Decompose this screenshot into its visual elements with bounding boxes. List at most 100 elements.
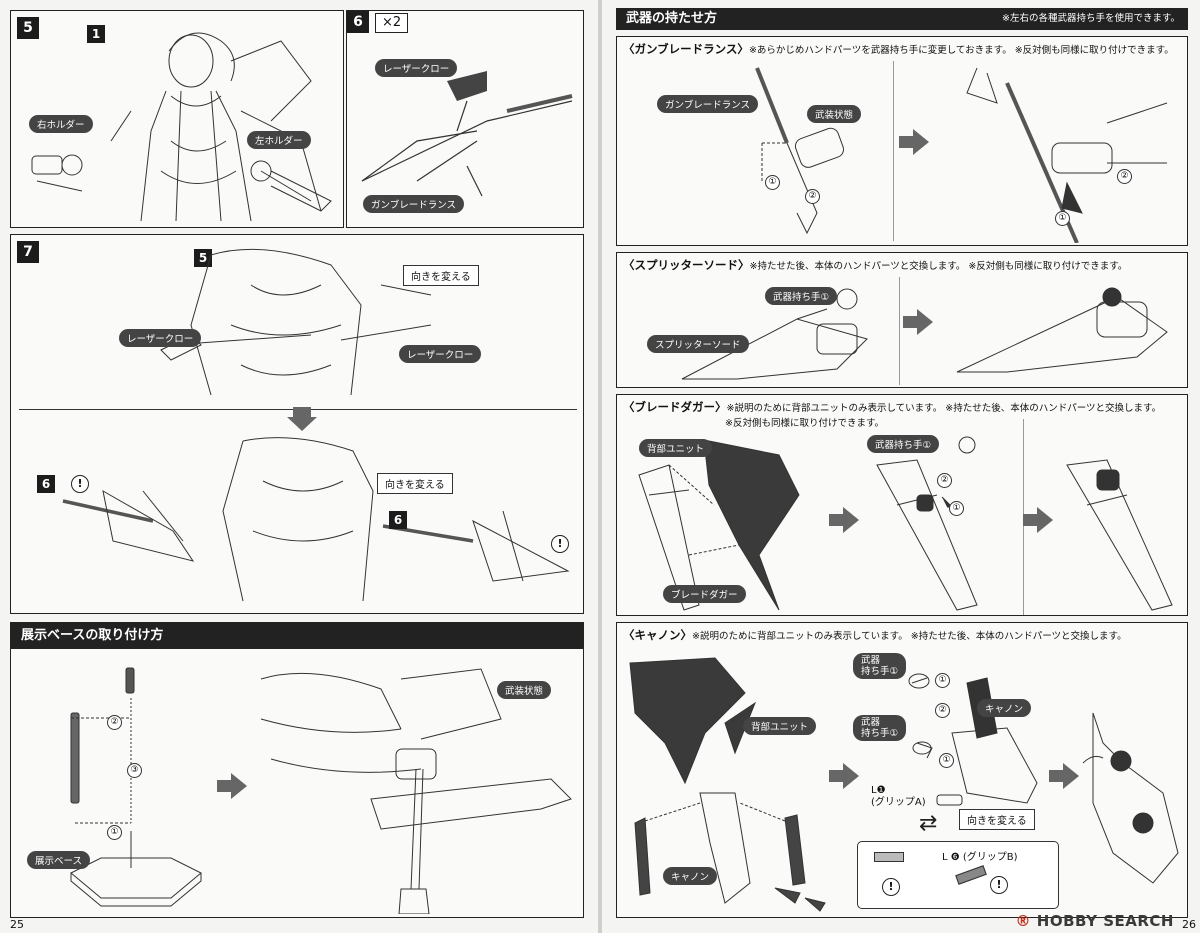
caution-icon: ! <box>71 475 89 493</box>
gunblade-step-illustration <box>755 67 844 235</box>
right-holder-part <box>31 154 83 192</box>
step-1-marker: ① <box>1055 205 1070 226</box>
cannon-heading: 〈キャノン〉※説明のために背部ユニットのみ表示しています。 ※持たせた後、本体の… <box>623 627 1127 643</box>
step-1-marker: ① <box>765 169 780 190</box>
cannon-desc: ※説明のために背部ユニットのみ表示しています。 ※持たせた後、本体のハンドパーツ… <box>692 631 1127 642</box>
step-3-marker: ③ <box>127 757 142 778</box>
hobby-search-watermark: ® HOBBY SEARCH <box>1016 912 1174 930</box>
caution-icon: ! <box>882 878 900 896</box>
watermark-logo-mark: ® <box>1015 912 1032 930</box>
gunblade-heading: 〈ガンブレードランス〉※あらかじめハンドパーツを武器持ち手に変更しておきます。 … <box>623 41 1174 57</box>
step-1-marker: ① <box>935 667 950 688</box>
caution-icon: ! <box>551 535 569 553</box>
next-arrow <box>903 309 933 335</box>
page-number: 26 <box>1182 918 1196 931</box>
right-page: 武器の持たせ方 ※左右の各種武器持ち手を使用できます。 〈ガンブレードランス〉※… <box>602 0 1200 933</box>
next-arrow <box>829 507 859 533</box>
cannon-result-illustration <box>1082 712 1179 884</box>
cannon-label: キャノン <box>977 699 1032 717</box>
gunblade-panel: 〈ガンブレードランス〉※あらかじめハンドパーツを武器持ち手に変更しておきます。 … <box>616 36 1188 246</box>
section-note: ※左右の各種武器持ち手を使用できます。 <box>1001 13 1180 24</box>
cannon-panel: 〈キャノン〉※説明のために背部ユニットのみ表示しています。 ※持たせた後、本体の… <box>616 622 1188 918</box>
laser-claw-label: レーザークロー <box>375 59 458 77</box>
blade-dagger-result-illustration <box>1066 459 1173 611</box>
left-holder-label: 左ホルダー <box>247 131 311 149</box>
gunblade-lance-label: ガンブレードランス <box>657 95 759 113</box>
step-number: 7 <box>17 241 39 263</box>
blade-dagger-step-illustration <box>638 439 800 611</box>
display-base-illustration <box>70 667 202 907</box>
splitter-heading: 〈スプリッターソード〉※持たせた後、本体のハンドパーツと交換します。 ※反対側も… <box>623 257 1127 273</box>
weapon-hand-b-label: 武器 持ち手① <box>853 715 907 741</box>
blade-dagger-panel: 〈ブレードダガー〉※説明のために背部ユニットのみ表示しています。 ※持たせた後、… <box>616 394 1188 616</box>
splitter-desc: ※持たせた後、本体のハンドパーツと交換します。 ※反対側も同様に取り付けできます… <box>749 261 1128 272</box>
next-arrow <box>829 763 859 789</box>
splitter-result-illustration <box>956 287 1168 373</box>
watermark-text: HOBBY SEARCH <box>1036 912 1174 930</box>
page-spine <box>598 0 602 933</box>
blade-dagger-title: 〈ブレードダガー〉 <box>623 400 727 414</box>
display-base-label: 展示ベース <box>27 851 91 869</box>
step7-upper-illustration <box>160 248 432 396</box>
laser-claw-left-label: レーザークロー <box>119 329 202 347</box>
blade-dagger-heading: 〈ブレードダガー〉※説明のために背部ユニットのみ表示しています。 ※持たせた後、… <box>623 399 1161 415</box>
gunblade-lance-illustration <box>361 71 573 197</box>
gunblade-desc: ※あらかじめハンドパーツを武器持ち手に変更しておきます。 ※反対側も同様に取り付… <box>748 45 1174 56</box>
back-unit-label: 背部ユニット <box>639 439 713 457</box>
section-title: 武器の持たせ方 <box>626 11 718 26</box>
blade-dagger-mid-illustration <box>876 436 978 611</box>
splitter-panel: 〈スプリッターソード〉※持たせた後、本体のハンドパーツと交換します。 ※反対側も… <box>616 252 1188 388</box>
right-holder-label: 右ホルダー <box>29 115 93 133</box>
cannon-step-illustration <box>629 657 826 912</box>
change-direction-note: 向きを変える <box>959 809 1035 830</box>
grip-a-name: (グリップA) <box>871 797 926 808</box>
armed-state-label: 武装状態 <box>807 105 862 123</box>
weapons-section-header: 武器の持たせ方 ※左右の各種武器持ち手を使用できます。 <box>616 8 1188 30</box>
step7-lower-illustration <box>62 437 570 602</box>
down-arrow <box>287 407 317 431</box>
back-unit-label: 背部ユニット <box>743 717 817 735</box>
next-arrow <box>1049 763 1079 789</box>
gunblade-lance-label: ガンブレードランス <box>363 195 465 213</box>
sub-step-number: 1 <box>87 25 105 43</box>
grip-a-code: L❶ <box>871 785 886 796</box>
step-2-marker: ② <box>937 467 952 488</box>
quantity-multiplier: ×2 <box>375 13 409 33</box>
next-arrow <box>1023 507 1053 533</box>
change-direction-note-2: 向きを変える <box>377 473 453 494</box>
grip-b-inset: ! L ❻ (グリップB) ! <box>857 841 1059 909</box>
weapon-hand-a-label: 武器 持ち手① <box>853 653 907 679</box>
weapon-hand-label: 武器持ち手① <box>867 435 940 453</box>
splitter-title: 〈スプリッターソード〉 <box>623 258 750 272</box>
step-2-marker: ② <box>935 697 950 718</box>
next-arrow <box>217 773 247 799</box>
armed-state-base-illustration <box>260 668 572 914</box>
step-1-marker: ① <box>107 819 122 840</box>
left-holder-part <box>250 160 332 212</box>
ref-step-6a: 6 <box>37 475 55 493</box>
step-2-marker: ② <box>805 183 820 204</box>
caution-icon: ! <box>990 876 1008 894</box>
blade-dagger-desc2: ※反対側も同様に取り付けできます。 <box>725 418 885 429</box>
grip-part-icon <box>874 852 904 862</box>
vertical-divider <box>899 277 900 385</box>
left-page: 5 1 右ホルダー 左ホルダー 6 ×2 <box>0 0 598 933</box>
step7-panel: 7 5 向きを変える レーザークロー レーザークロー <box>10 234 584 614</box>
step5-panel: 5 1 右ホルダー 左ホルダー <box>10 10 344 228</box>
splitter-step-illustration <box>681 288 868 380</box>
armed-state-label: 武装状態 <box>497 681 552 699</box>
grip-a-info: L❶ (グリップA) <box>871 785 926 809</box>
step-2-marker: ② <box>1117 163 1132 184</box>
laser-claw-right-label: レーザークロー <box>399 345 482 363</box>
blade-dagger-desc2-wrapper: ※反対側も同様に取り付けできます。 <box>725 415 884 429</box>
weapon-hand-label: 武器持ち手① <box>765 287 838 305</box>
step-2-marker: ② <box>107 709 122 730</box>
ref-step-5: 5 <box>194 249 212 267</box>
blade-dagger-label: ブレードダガー <box>663 585 746 603</box>
step-number: 6 <box>347 11 369 33</box>
cannon-title: 〈キャノン〉 <box>623 628 692 642</box>
gunblade-title: 〈ガンブレードランス〉 <box>623 42 749 56</box>
vertical-divider <box>893 61 894 241</box>
change-direction-note: 向きを変える <box>403 265 479 286</box>
step-1-marker: ① <box>939 747 954 768</box>
